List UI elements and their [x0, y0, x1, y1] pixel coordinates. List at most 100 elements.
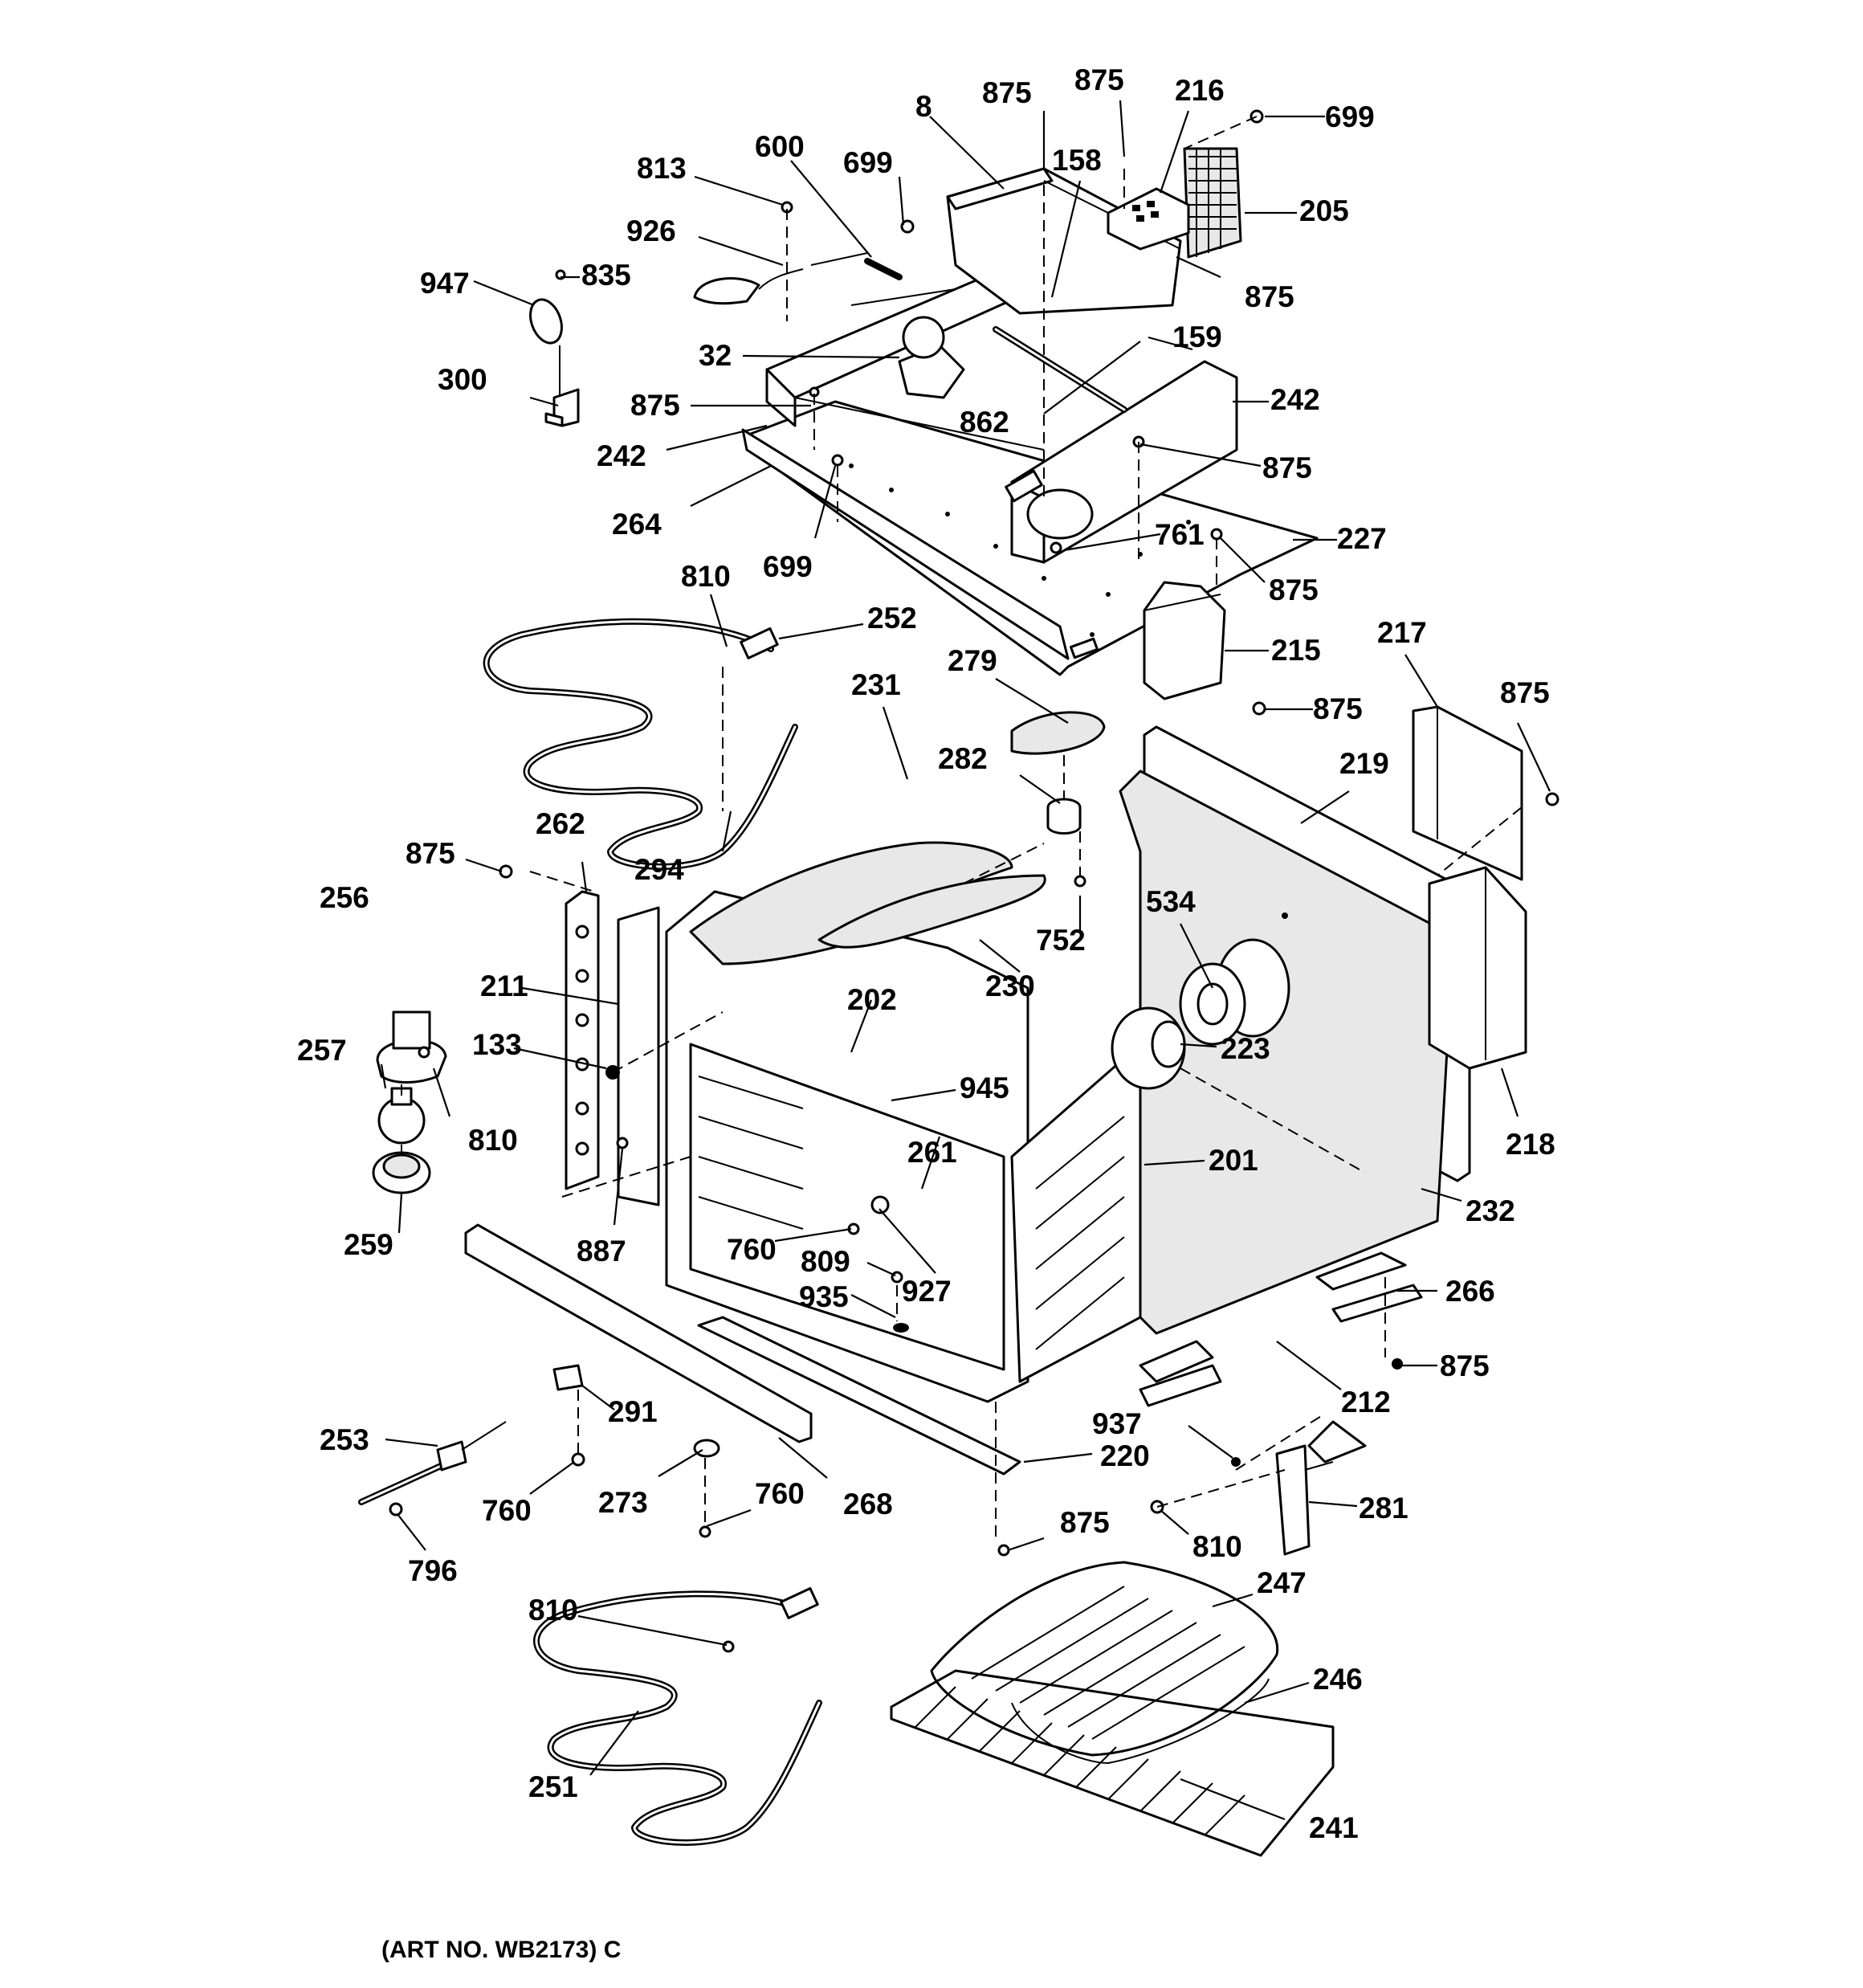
label-926: 926: [626, 214, 676, 247]
label-600: 600: [755, 130, 805, 163]
hinge-281: [1275, 1420, 1367, 1556]
label-32: 32: [699, 339, 732, 372]
bake-element-251: [533, 1586, 822, 1846]
label-760: 760: [755, 1477, 805, 1510]
oven-liner-202: [665, 890, 1142, 1403]
part-drawings: [358, 109, 1559, 1857]
clamp-947: [529, 298, 563, 402]
label-282: 282: [938, 742, 988, 775]
label-262: 262: [536, 807, 585, 840]
housing-242-right: [1005, 360, 1238, 564]
label-259: 259: [344, 1228, 393, 1261]
label-211: 211: [480, 970, 528, 1002]
convection-fan-223: [1111, 1006, 1186, 1090]
front-trim-268: [464, 1223, 813, 1443]
label-201: 201: [1209, 1144, 1258, 1177]
label-212: 212: [1341, 1386, 1391, 1419]
label-218: 218: [1506, 1128, 1555, 1161]
label-300: 300: [438, 363, 487, 396]
label-220: 220: [1100, 1439, 1150, 1472]
label-945: 945: [960, 1072, 1009, 1104]
label-875: 875: [406, 837, 455, 870]
oven-rack-241: [890, 1669, 1335, 1857]
label-216: 216: [1175, 74, 1225, 107]
label-699: 699: [1325, 100, 1375, 133]
label-264: 264: [612, 508, 662, 541]
label-251: 251: [528, 1770, 578, 1803]
sensor-253: [358, 1421, 507, 1505]
label-202: 202: [847, 983, 897, 1016]
vent-screen-205: [1183, 147, 1242, 259]
clip-291: [552, 1364, 584, 1391]
label-215: 215: [1271, 634, 1321, 667]
label-760: 760: [482, 1494, 532, 1527]
label-223: 223: [1221, 1032, 1270, 1065]
label-875: 875: [1074, 63, 1124, 96]
leader-lines: [380, 100, 1551, 1821]
label-875: 875: [1269, 574, 1319, 606]
label-875: 875: [1060, 1506, 1110, 1539]
label-253: 253: [320, 1423, 369, 1456]
insulation-231: [689, 841, 1046, 965]
label-231: 231: [851, 668, 901, 701]
label-875: 875: [1245, 280, 1294, 313]
label-133: 133: [472, 1028, 522, 1061]
bracket-262: [565, 890, 600, 1190]
vent-282: [1046, 798, 1082, 835]
bottom-plate-220: [697, 1316, 1021, 1476]
label-158: 158: [1052, 144, 1102, 177]
label-266: 266: [1445, 1275, 1495, 1308]
label-256: 256: [320, 881, 369, 914]
label-752: 752: [1036, 924, 1086, 957]
bracket-215: [1143, 581, 1226, 700]
label-947: 947: [420, 267, 470, 300]
label-810: 810: [528, 1594, 578, 1627]
bracket-300: [544, 388, 580, 427]
label-273: 273: [598, 1486, 648, 1519]
label-252: 252: [867, 602, 917, 635]
label-205: 205: [1299, 194, 1349, 227]
label-810: 810: [1192, 1530, 1242, 1563]
art-number-caption: (ART NO. WB2173) C: [381, 1937, 621, 1963]
label-242: 242: [597, 439, 646, 472]
label-279: 279: [948, 644, 997, 677]
label-268: 268: [843, 1488, 893, 1521]
bulb-257: [377, 1087, 426, 1145]
label-257: 257: [297, 1034, 347, 1067]
label-261: 261: [907, 1136, 957, 1169]
side-panel-218: [1428, 866, 1527, 1070]
label-230: 230: [985, 970, 1035, 1002]
broil-element-252: [483, 618, 798, 870]
label-927: 927: [902, 1275, 952, 1308]
label-281: 281: [1359, 1492, 1408, 1525]
label-699: 699: [843, 146, 893, 179]
bracket-212: [1139, 1340, 1222, 1407]
label-809: 809: [801, 1245, 850, 1278]
label-699: 699: [763, 550, 813, 583]
vent-279: [1010, 711, 1106, 755]
label-8: 8: [915, 90, 932, 123]
label-217: 217: [1377, 616, 1427, 649]
label-761: 761: [1155, 518, 1205, 551]
label-241: 241: [1309, 1811, 1359, 1844]
blower-600: [693, 252, 903, 305]
label-232: 232: [1466, 1194, 1515, 1227]
broiler-pan-247: [930, 1561, 1279, 1757]
lens-259: [372, 1151, 431, 1194]
label-291: 291: [608, 1395, 658, 1428]
bracket-211: [617, 906, 660, 1206]
side-panel-217: [1412, 705, 1523, 881]
label-246: 246: [1313, 1663, 1363, 1696]
label-810: 810: [681, 560, 731, 593]
label-835: 835: [581, 259, 631, 292]
label-534: 534: [1146, 885, 1196, 918]
label-813: 813: [637, 152, 687, 185]
label-875: 875: [1500, 676, 1550, 709]
label-219: 219: [1339, 747, 1389, 780]
label-227: 227: [1337, 522, 1387, 555]
label-159: 159: [1172, 320, 1222, 353]
label-935: 935: [799, 1280, 849, 1313]
label-242: 242: [1270, 383, 1320, 416]
label-796: 796: [408, 1554, 458, 1587]
